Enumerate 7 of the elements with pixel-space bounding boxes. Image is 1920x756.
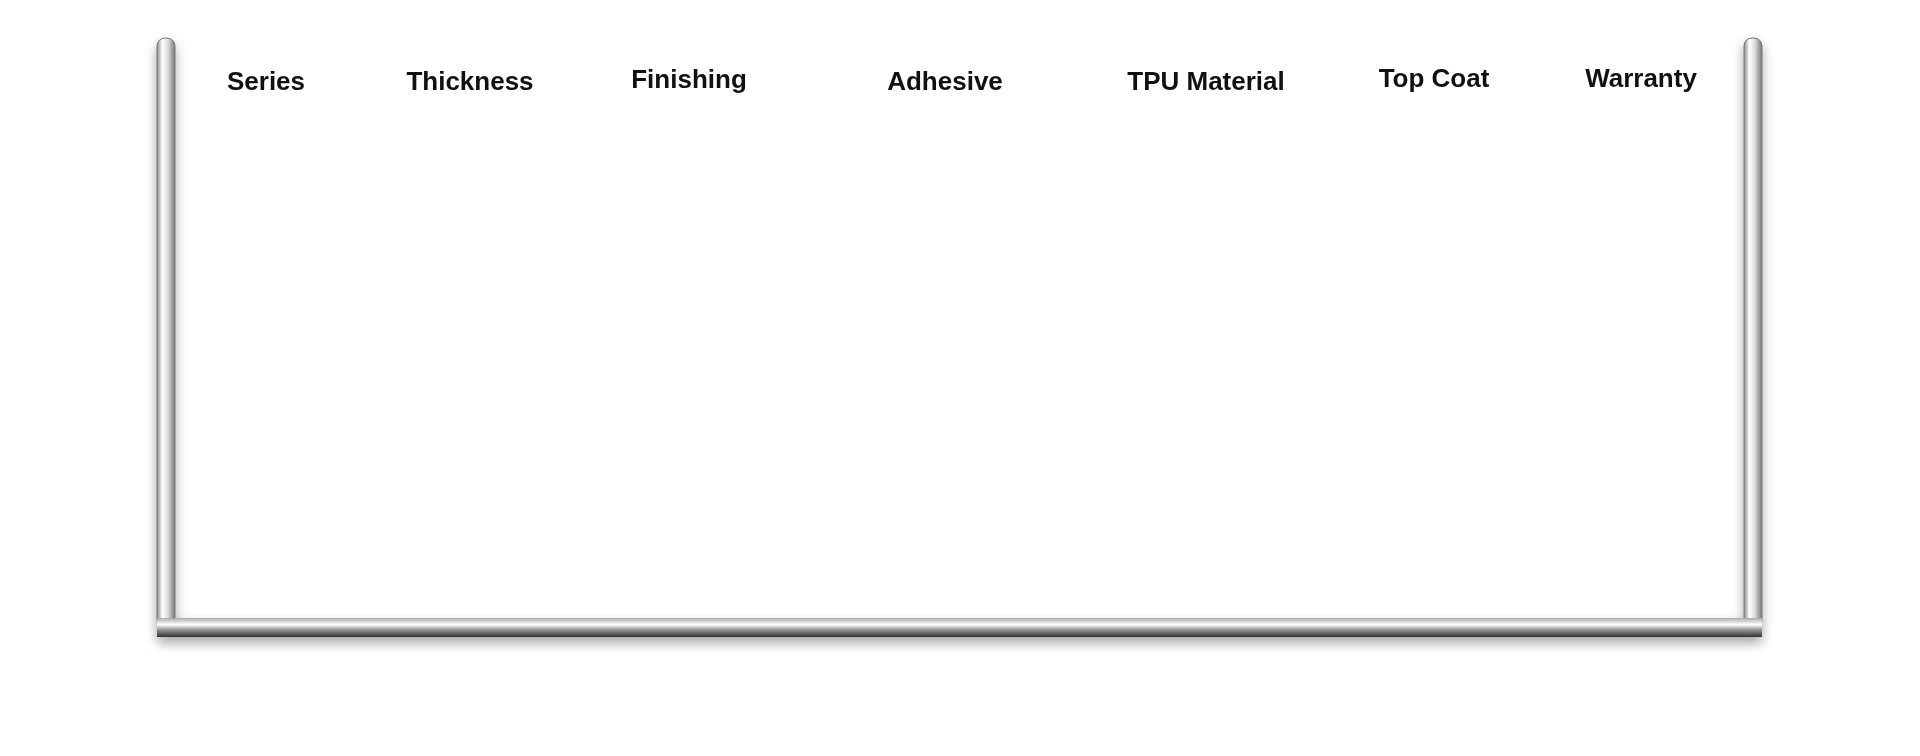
column-header: Thickness [406,66,534,97]
column-header: Warranty [1585,63,1697,94]
column-header: Adhesive [887,66,1003,97]
column-header: Finishing [631,64,747,95]
column-header: Top Coat [1378,63,1490,94]
column-header: TPU Material [1127,66,1285,97]
column-header: Series [226,66,306,97]
